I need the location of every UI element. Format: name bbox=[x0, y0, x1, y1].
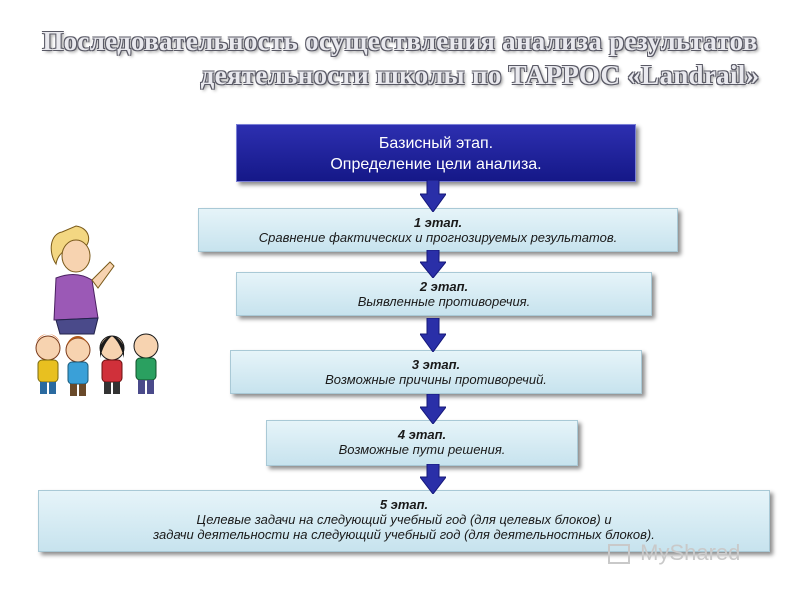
slide-title-line2: деятельности школы по ТАРРОС «Landrail» bbox=[200, 60, 760, 90]
stage-2-heading: 2 этап. bbox=[419, 279, 469, 294]
stage-4-heading: 4 этап. bbox=[397, 427, 447, 442]
base-stage-line1: Базисный этап. bbox=[378, 135, 494, 152]
stage-3-heading: 3 этап. bbox=[411, 357, 461, 372]
stage-5-heading: 5 этап. bbox=[379, 497, 429, 512]
arrow-down-icon bbox=[420, 464, 446, 494]
arrow-down-icon bbox=[420, 318, 446, 352]
stage-4-body: Возможные пути решения. bbox=[338, 442, 506, 457]
stage-4-box: 4 этап. Возможные пути решения. bbox=[266, 420, 578, 466]
slide-title-line1: Последовательность осуществления анализа… bbox=[42, 26, 758, 56]
stage-1-box: 1 этап. Сравнение фактических и прогнози… bbox=[198, 208, 678, 252]
teacher-figure bbox=[50, 225, 115, 335]
stage-1-heading: 1 этап. bbox=[413, 215, 463, 230]
stage-5-body-line1: Целевые задачи на следующий учебный год … bbox=[196, 512, 612, 527]
presentation-icon bbox=[608, 544, 630, 565]
base-stage-line2: Определение цели анализа. bbox=[330, 156, 542, 173]
arrow-down-icon bbox=[420, 180, 446, 212]
stage-3-box: 3 этап. Возможные причины противоречий. bbox=[230, 350, 642, 394]
stage-2-body: Выявленные противоречия. bbox=[357, 294, 531, 309]
teacher-children-illustration bbox=[35, 225, 159, 396]
stage-1-body: Сравнение фактических и прогнозируемых р… bbox=[258, 230, 618, 245]
watermark-logo: MyShared bbox=[608, 540, 740, 566]
stage-5-box: 5 этап. Целевые задачи на следующий учеб… bbox=[38, 490, 770, 552]
stage-3-body: Возможные причины противоречий. bbox=[325, 372, 547, 387]
stage-5-body-line2: задачи деятельности на следующий учебный… bbox=[153, 527, 655, 542]
stage-2-box: 2 этап. Выявленные противоречия. bbox=[236, 272, 652, 316]
arrow-down-icon bbox=[420, 394, 446, 424]
arrow-down-icon bbox=[420, 250, 446, 278]
watermark-text: MyShared bbox=[640, 540, 741, 565]
base-stage-box: Базисный этап. Определение цели анализа. bbox=[236, 124, 636, 182]
children-figures bbox=[35, 333, 159, 396]
